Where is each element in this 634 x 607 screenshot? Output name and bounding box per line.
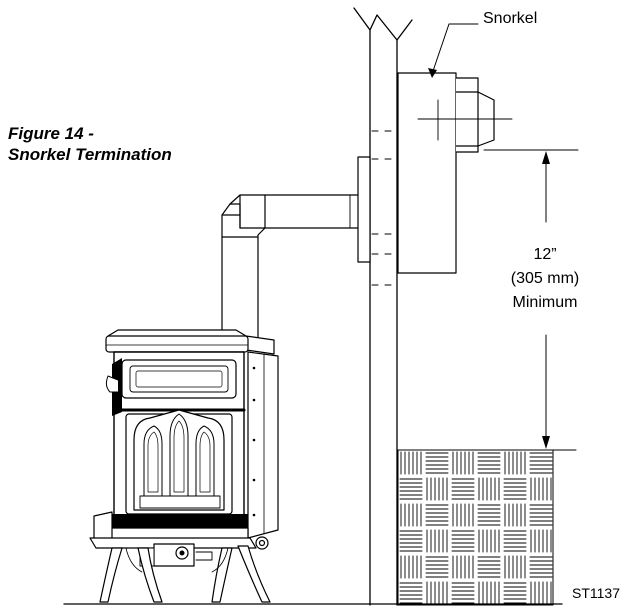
masonry-hearth	[397, 449, 554, 606]
dimension-note: Minimum	[512, 294, 578, 311]
wall-dashes	[371, 130, 392, 286]
clearance-dimension-label: 12” (305 mm) Minimum	[505, 243, 585, 315]
figure-title-line-2: Snorkel Termination	[8, 145, 172, 164]
wall	[353, 7, 413, 606]
dimension-value: 12”	[533, 246, 557, 263]
stove-pipe	[221, 194, 359, 347]
wood-stove	[89, 329, 279, 603]
snorkel-label: Snorkel	[483, 10, 538, 27]
snorkel-leader	[431, 23, 479, 75]
dimension-metric: (305 mm)	[510, 270, 580, 287]
drawing-code: ST1137	[572, 585, 620, 601]
dimension-line	[483, 149, 579, 449]
snorkel-leader-arrow	[428, 68, 437, 78]
wall-thimble	[357, 156, 371, 263]
figure-title-line-1: Figure 14 -	[8, 124, 94, 143]
snorkel-termination	[397, 72, 513, 274]
figure-title: Figure 14 - Snorkel Termination	[8, 123, 172, 165]
